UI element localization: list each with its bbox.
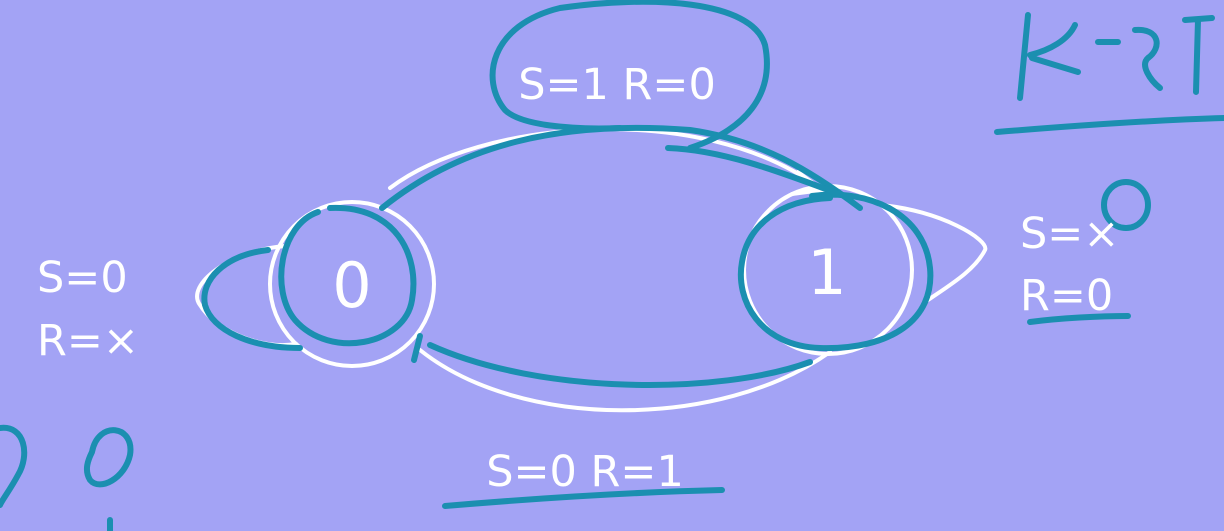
underline-bottom-condition bbox=[442, 487, 725, 509]
state-0-trace bbox=[278, 204, 417, 347]
state-1-trace bbox=[737, 191, 934, 352]
scribble-top-right bbox=[1017, 12, 1215, 101]
condition-right-line2: R=0 bbox=[1020, 271, 1113, 321]
bottom-arrowhead-trace bbox=[411, 333, 423, 363]
condition-loop-circle bbox=[489, 0, 770, 151]
printed-diagram bbox=[195, 127, 988, 413]
top-transition-trace bbox=[379, 124, 863, 211]
condition-left-line1: S=0 bbox=[37, 253, 128, 303]
transition-bottom-arc bbox=[418, 348, 832, 413]
condition-top: S=1 R=0 bbox=[518, 60, 716, 110]
condition-left-line2: R=× bbox=[37, 316, 139, 366]
state-0-circle bbox=[268, 200, 436, 368]
self-loop-state-1 bbox=[878, 203, 988, 302]
state-1-label: 1 bbox=[807, 236, 846, 309]
self-loop-0-trace bbox=[201, 247, 303, 351]
scribble-bottom-left bbox=[0, 424, 134, 531]
bottom-transition-trace bbox=[427, 342, 813, 388]
handwritten-zero-right bbox=[1101, 179, 1151, 231]
condition-right-line1: S=× bbox=[1020, 209, 1119, 259]
transition-top-arc bbox=[388, 127, 822, 190]
condition-bottom: S=0 R=1 bbox=[486, 447, 684, 497]
underline-r0 bbox=[1027, 313, 1131, 325]
state-0-label: 0 bbox=[332, 249, 371, 322]
underline-top-right bbox=[994, 115, 1224, 135]
